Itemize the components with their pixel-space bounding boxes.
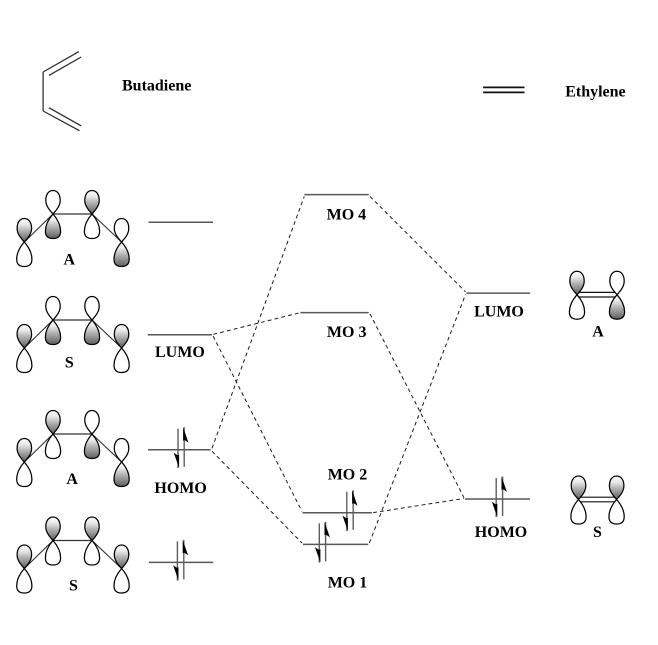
- svg-text:HOMO: HOMO: [475, 524, 527, 541]
- svg-text:MO 1: MO 1: [328, 575, 368, 592]
- svg-text:LUMO: LUMO: [155, 344, 205, 361]
- svg-text:MO 4: MO 4: [327, 207, 367, 224]
- svg-text:A: A: [592, 324, 604, 341]
- svg-text:Butadiene: Butadiene: [122, 78, 191, 95]
- svg-text:Ethylene: Ethylene: [565, 84, 625, 101]
- svg-text:HOMO: HOMO: [154, 480, 206, 497]
- svg-text:MO 3: MO 3: [327, 324, 367, 341]
- svg-text:A: A: [64, 251, 76, 268]
- svg-text:S: S: [65, 354, 74, 371]
- svg-text:A: A: [66, 471, 78, 488]
- svg-text:MO 2: MO 2: [328, 467, 368, 484]
- svg-text:S: S: [593, 524, 602, 541]
- svg-text:S: S: [69, 578, 78, 595]
- svg-text:LUMO: LUMO: [474, 304, 524, 321]
